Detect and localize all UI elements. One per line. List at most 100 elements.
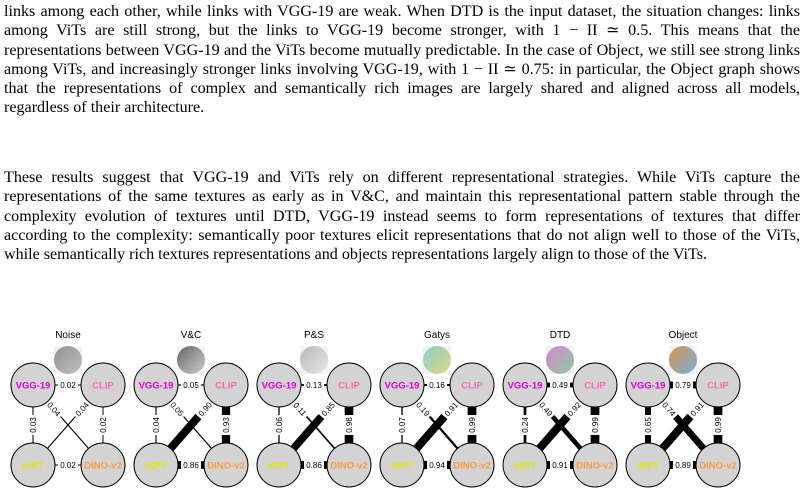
graph-title: Noise <box>55 330 81 341</box>
edge-label-igpt_dino: 0.91 <box>550 460 570 470</box>
graph-title: P&S <box>304 330 324 341</box>
svg-text:0.02: 0.02 <box>60 381 76 390</box>
dataset-image-texture <box>669 346 697 374</box>
node-label-dino: DINO-v2 <box>453 461 490 472</box>
svg-text:0.03: 0.03 <box>29 417 38 433</box>
node-dino <box>572 442 618 488</box>
svg-text:0.65: 0.65 <box>644 417 653 433</box>
paragraph-1-text: links among each other, while links with… <box>4 3 800 117</box>
edge-label-igpt_dino: 0.86 <box>304 460 324 470</box>
node-label-igpt: iGPT <box>637 461 659 472</box>
edge-label-vgg_igpt: 0.07 <box>397 415 407 435</box>
edge-label-vgg_clip: 0.13 <box>304 380 324 390</box>
svg-text:0.99: 0.99 <box>714 417 723 433</box>
node-label-clip: CLIP <box>338 381 360 392</box>
graph-title: V&C <box>181 330 202 341</box>
dataset-image-texture <box>54 346 82 374</box>
node-dino <box>449 442 495 488</box>
edge-label-vgg_igpt: 0.04 <box>151 415 161 435</box>
svg-text:0.94: 0.94 <box>429 461 445 470</box>
node-igpt <box>10 442 56 488</box>
node-label-vgg: VGG-19 <box>139 381 174 392</box>
edge-label-vgg_igpt: 0.24 <box>520 415 530 435</box>
edge-label-vgg_clip: 0.02 <box>58 380 78 390</box>
edge-label-vgg_clip: 0.05 <box>181 380 201 390</box>
node-clip <box>326 362 372 408</box>
node-label-clip: CLIP <box>461 381 483 392</box>
node-vgg <box>379 362 425 408</box>
node-label-dino: DINO-v2 <box>576 461 613 472</box>
dataset-image-texture <box>300 346 328 374</box>
graph-title: DTD <box>550 330 571 341</box>
svg-text:0.91: 0.91 <box>552 461 568 470</box>
svg-text:0.79: 0.79 <box>675 381 691 390</box>
node-label-clip: CLIP <box>215 381 237 392</box>
node-vgg <box>256 362 302 408</box>
node-clip <box>695 362 741 408</box>
edge-label-vgg_igpt: 0.03 <box>28 415 38 435</box>
svg-text:0.93: 0.93 <box>222 417 231 433</box>
edge-label-vgg_igpt: 0.06 <box>274 415 284 435</box>
edge-label-clip_dino: 0.02 <box>98 415 108 435</box>
svg-text:0.98: 0.98 <box>345 417 354 433</box>
node-label-dino: DINO-v2 <box>207 461 244 472</box>
svg-text:0.04: 0.04 <box>152 417 161 433</box>
edge-label-igpt_dino: 0.02 <box>58 460 78 470</box>
node-label-dino: DINO-v2 <box>84 461 121 472</box>
svg-text:0.49: 0.49 <box>552 381 568 390</box>
svg-text:0.05: 0.05 <box>183 381 199 390</box>
node-label-igpt: iGPT <box>145 461 167 472</box>
dataset-image-texture <box>546 346 574 374</box>
node-label-vgg: VGG-19 <box>262 381 297 392</box>
edge-label-vgg_clip: 0.16 <box>427 380 447 390</box>
edge-label-clip_dino: 0.99 <box>713 415 723 435</box>
node-label-igpt: iGPT <box>391 461 413 472</box>
svg-text:0.02: 0.02 <box>60 461 76 470</box>
node-label-dino: DINO-v2 <box>330 461 367 472</box>
node-igpt <box>502 442 548 488</box>
edge-label-clip_dino: 0.93 <box>221 415 231 435</box>
node-label-clip: CLIP <box>92 381 114 392</box>
paragraph-2: These results suggest that VGG-19 and Vi… <box>4 168 800 264</box>
edge-label-clip_dino: 0.98 <box>344 415 354 435</box>
svg-text:0.13: 0.13 <box>306 381 322 390</box>
node-dino <box>80 442 126 488</box>
edge-label-igpt_dino: 0.86 <box>181 460 201 470</box>
svg-text:0.06: 0.06 <box>275 417 284 433</box>
node-label-dino: DINO-v2 <box>699 461 736 472</box>
svg-text:0.86: 0.86 <box>183 461 199 470</box>
graph-title: Object <box>669 330 698 341</box>
node-label-igpt: iGPT <box>268 461 290 472</box>
node-label-vgg: VGG-19 <box>385 381 420 392</box>
svg-text:0.24: 0.24 <box>521 417 530 433</box>
node-igpt <box>256 442 302 488</box>
node-vgg <box>10 362 56 408</box>
node-vgg <box>625 362 671 408</box>
node-igpt <box>133 442 179 488</box>
node-clip <box>80 362 126 408</box>
svg-text:0.07: 0.07 <box>398 417 407 433</box>
edge-label-igpt_dino: 0.89 <box>673 460 693 470</box>
svg-text:0.99: 0.99 <box>591 417 600 433</box>
edge-label-vgg_clip: 0.49 <box>550 380 570 390</box>
edge-label-vgg_clip: 0.79 <box>673 380 693 390</box>
node-vgg <box>502 362 548 408</box>
node-clip <box>203 362 249 408</box>
dataset-image-texture <box>177 346 205 374</box>
paragraph-2-text: These results suggest that VGG-19 and Vi… <box>4 169 800 264</box>
edge-label-vgg_igpt: 0.65 <box>643 415 653 435</box>
svg-text:0.99: 0.99 <box>468 417 477 433</box>
node-label-vgg: VGG-19 <box>508 381 543 392</box>
node-dino <box>326 442 372 488</box>
node-vgg <box>133 362 179 408</box>
graph-title: Gatys <box>424 330 450 341</box>
node-label-clip: CLIP <box>584 381 606 392</box>
edge-label-clip_dino: 0.99 <box>467 415 477 435</box>
node-igpt <box>625 442 671 488</box>
